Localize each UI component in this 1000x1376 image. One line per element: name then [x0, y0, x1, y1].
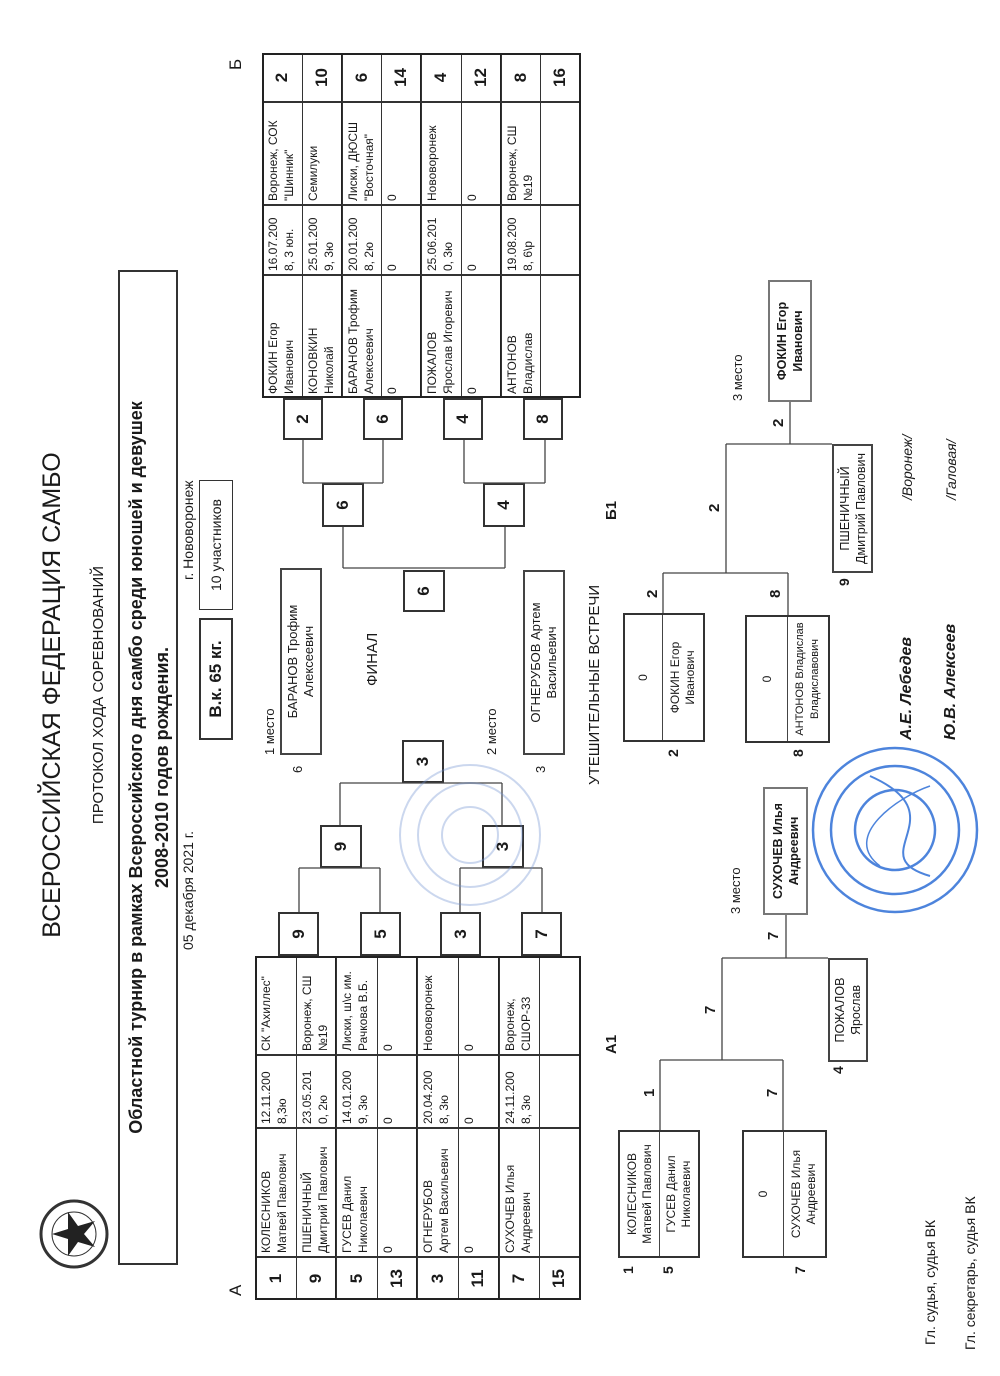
bracket-line: [298, 867, 543, 912]
federation-stamp: [811, 746, 979, 914]
bracket-line: [302, 440, 546, 484]
bracket-line: [659, 915, 828, 1130]
federation-logo: [38, 1198, 110, 1270]
bracket-line: [339, 782, 503, 825]
faint-stamp: [399, 764, 541, 906]
bracket-line: [662, 402, 832, 615]
bracket-line: [342, 527, 506, 569]
